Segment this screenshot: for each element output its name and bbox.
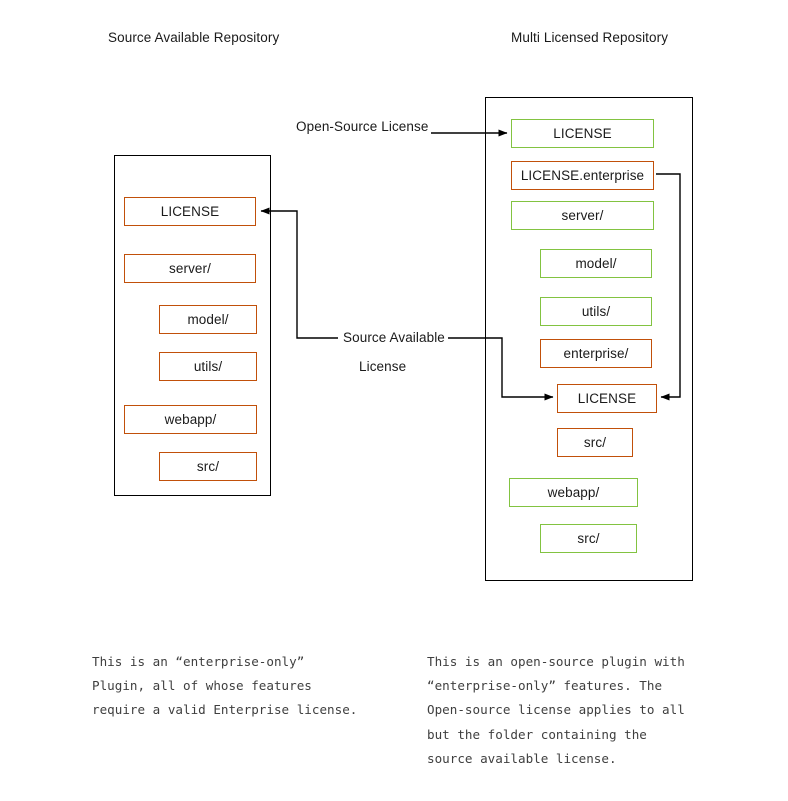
left-node-server[interactable]: server/ (124, 254, 256, 283)
right-node-src-oss-label: src/ (577, 531, 600, 546)
edge-label-source-available-line1: Source Available (340, 330, 448, 345)
right-caption: This is an open-source plugin with “ente… (427, 654, 685, 766)
right-node-license-oss[interactable]: LICENSE (511, 119, 654, 148)
right-repo-title: Multi Licensed Repository (511, 30, 669, 45)
right-node-license-enterprise-label: LICENSE.enterprise (520, 168, 645, 183)
right-node-enterprise-label: enterprise/ (563, 346, 629, 361)
right-node-enterprise[interactable]: enterprise/ (540, 339, 652, 368)
right-node-utils-label: utils/ (581, 304, 611, 319)
right-node-server-label: server/ (561, 208, 604, 223)
left-node-model-label: model/ (187, 312, 229, 327)
edge-label-source-available-line2: License (356, 359, 410, 374)
edge-source-available-to-left (260, 207, 338, 339)
left-node-utils[interactable]: utils/ (159, 352, 257, 381)
right-node-license-sa[interactable]: LICENSE (557, 384, 657, 413)
edge-label-open-source-license: Open-Source License (293, 119, 432, 134)
left-caption: This is an “enterprise-only” Plugin, all… (92, 654, 358, 718)
left-node-src-label: src/ (196, 459, 220, 474)
right-node-model[interactable]: model/ (540, 249, 652, 278)
right-node-server[interactable]: server/ (511, 201, 654, 230)
left-repo-title: Source Available Repository (108, 30, 280, 45)
right-node-model-label: model/ (575, 256, 617, 271)
right-node-webapp-label: webapp/ (547, 485, 600, 500)
left-node-model[interactable]: model/ (159, 305, 257, 334)
left-node-license-label: LICENSE (160, 204, 220, 219)
left-node-license[interactable]: LICENSE (124, 197, 256, 226)
right-node-src-oss[interactable]: src/ (540, 524, 637, 553)
right-node-license-enterprise[interactable]: LICENSE.enterprise (511, 161, 654, 190)
left-node-server-label: server/ (169, 261, 211, 276)
left-node-utils-label: utils/ (193, 359, 223, 374)
right-node-license-sa-label: LICENSE (577, 391, 637, 406)
right-node-utils[interactable]: utils/ (540, 297, 652, 326)
right-node-license-oss-label: LICENSE (553, 126, 612, 141)
right-node-webapp[interactable]: webapp/ (509, 478, 638, 507)
left-node-webapp[interactable]: webapp/ (124, 405, 257, 434)
left-node-webapp-label: webapp/ (164, 412, 217, 427)
right-node-src-enterprise-label: src/ (583, 435, 607, 450)
right-node-src-enterprise[interactable]: src/ (557, 428, 633, 457)
left-node-src[interactable]: src/ (159, 452, 257, 481)
